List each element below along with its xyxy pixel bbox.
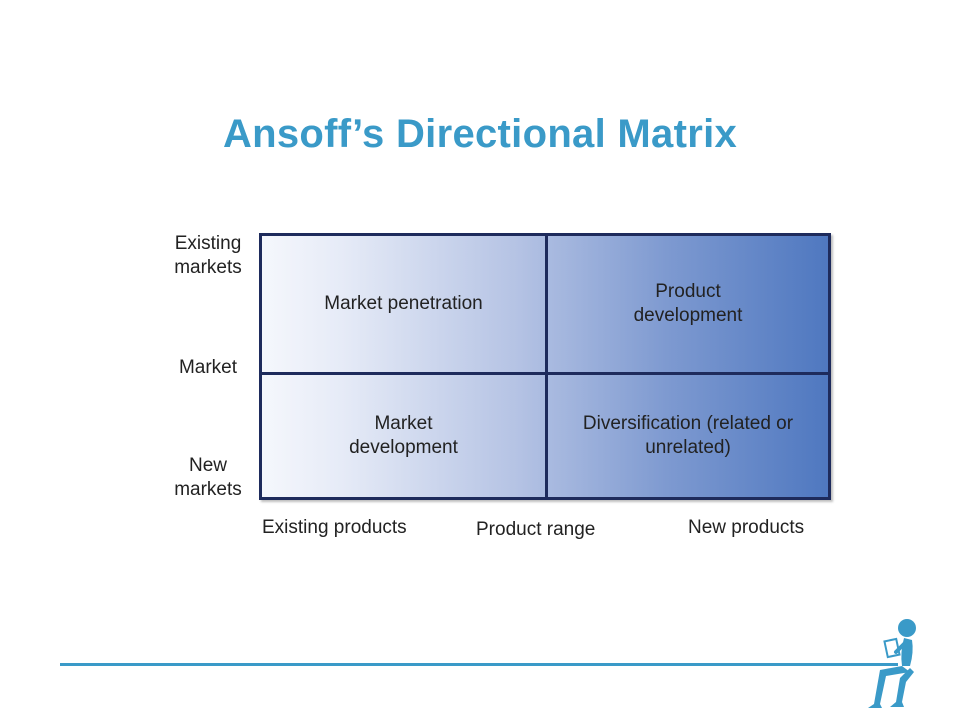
cell-diversification: Diversification (related or unrelated) — [548, 375, 828, 497]
y-axis-bottom-label: New markets — [174, 455, 242, 500]
person-sitting-reading-icon — [860, 612, 930, 712]
cell-diversification-label: Diversification (related or unrelated) — [582, 413, 794, 458]
y-axis-top-label: Existing markets — [174, 233, 242, 278]
ansoff-matrix: Market penetration Product development M… — [259, 233, 831, 500]
y-axis-middle-label: Market — [178, 357, 238, 378]
cell-product-development: Product development — [548, 236, 828, 372]
matrix-vertical-divider — [545, 236, 548, 497]
slide-title: Ansoff’s Directional Matrix — [222, 112, 738, 156]
x-axis-left-label: Existing products — [262, 517, 407, 538]
cell-market-development: Market development — [262, 375, 545, 497]
x-axis-right-label: New products — [688, 517, 805, 538]
matrix-horizontal-divider — [262, 372, 828, 375]
footer-divider-line — [60, 663, 898, 666]
cell-product-development-label: Product development — [633, 281, 743, 326]
x-axis-middle-label: Product range — [476, 519, 596, 540]
cell-market-penetration: Market penetration — [324, 293, 483, 314]
cell-market-development-label: Market development — [349, 413, 458, 458]
